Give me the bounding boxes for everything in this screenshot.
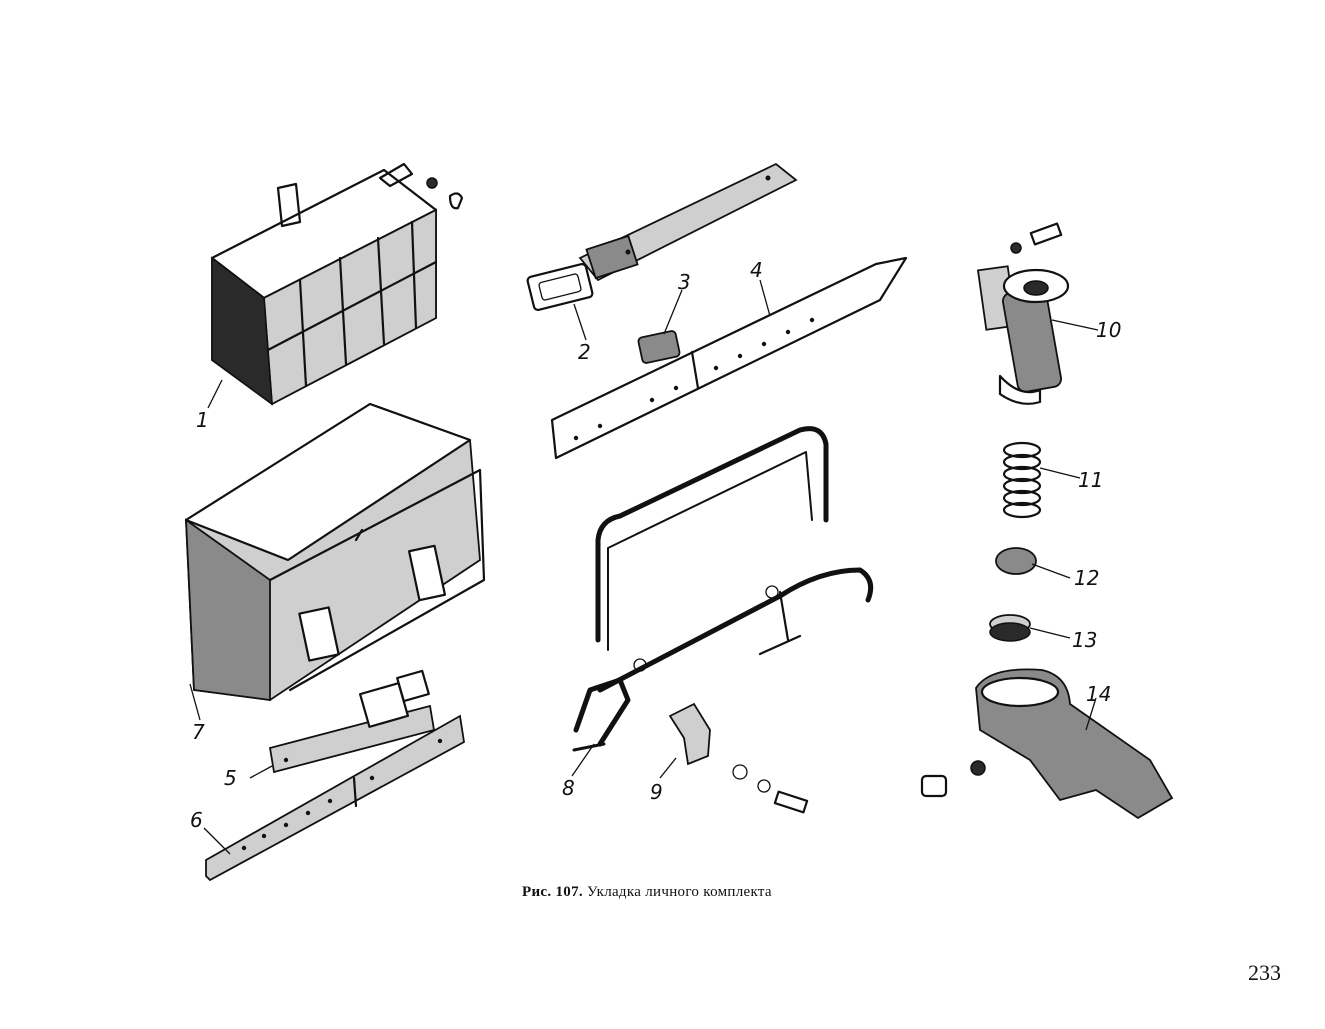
caption-text: Укладка личного комплекта (587, 884, 772, 900)
part-12-disc (995, 547, 1037, 575)
label-14: 14 (1086, 682, 1112, 706)
page-number: 233 (1248, 960, 1281, 985)
label-12: 12 (1074, 566, 1100, 590)
part-9-bracket (668, 702, 809, 814)
figure-caption: Рис. 107. Укладка личного комплекта (522, 884, 772, 901)
part-10-holder (976, 222, 1070, 405)
label-11: 11 (1078, 468, 1104, 492)
part-7-case (184, 402, 486, 702)
label-4: 4 (750, 258, 763, 282)
caption-number: 107. (555, 884, 583, 900)
part-11-spring (1002, 441, 1042, 519)
part-13-disc (989, 614, 1031, 642)
label-2: 2 (578, 340, 591, 364)
label-10: 10 (1096, 318, 1122, 342)
label-9: 9 (650, 780, 663, 804)
leader-lines (189, 279, 1099, 855)
part-5-buckle-strap (268, 669, 436, 774)
label-13: 13 (1072, 628, 1098, 652)
part-8-tube-frame (572, 426, 874, 752)
label-8: 8 (562, 776, 575, 800)
part-6-perforated-strap (205, 714, 465, 882)
part-1-compartment-box (210, 162, 464, 406)
part-3-loop (637, 330, 681, 364)
label-5: 5 (224, 766, 237, 790)
label-7: 7 (192, 720, 205, 744)
label-6: 6 (190, 808, 203, 832)
part-2-buckle-strap (526, 162, 798, 312)
label-3: 3 (678, 270, 691, 294)
caption-prefix: Рис. (522, 884, 552, 900)
part-14-clamp-strap (920, 668, 1174, 820)
part-4-pointed-strap (550, 256, 908, 460)
label-1: 1 (196, 408, 209, 432)
